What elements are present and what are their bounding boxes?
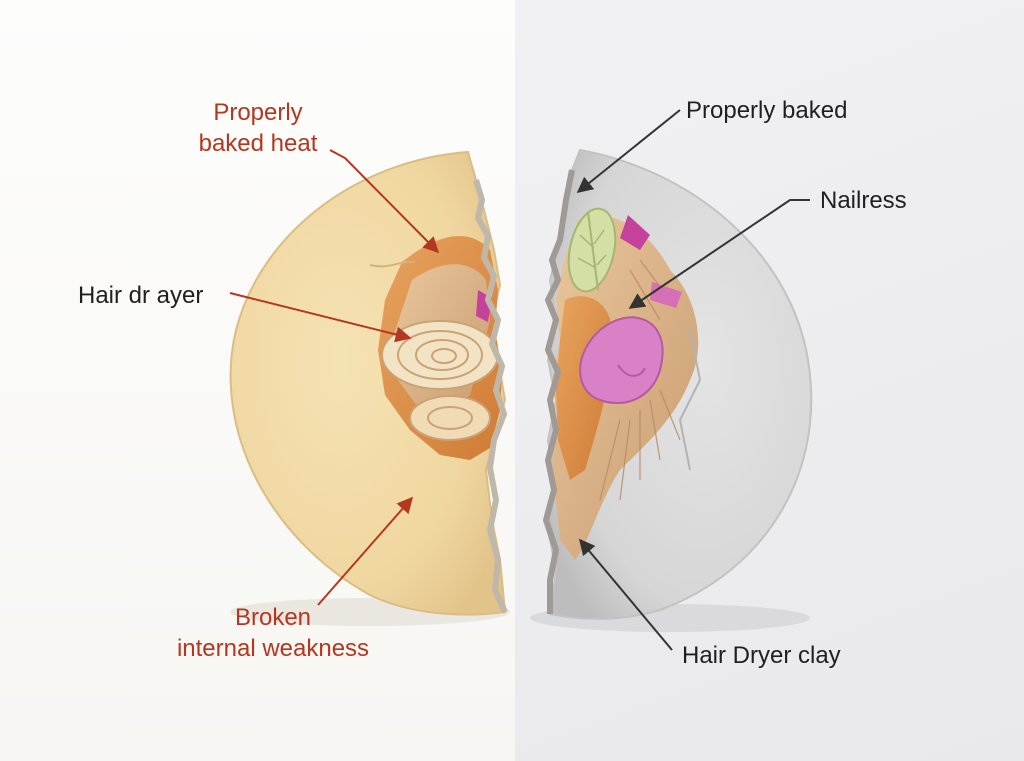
label-properly-baked-right: Properly baked — [686, 97, 848, 124]
label-hair-dryer-left: Hair dr ayer — [78, 282, 204, 309]
pink-inclusion — [579, 215, 682, 405]
label-properly-baked-heat-line2: baked heat — [198, 130, 318, 157]
label-broken-internal-weakness: Broken internal weakness — [158, 602, 388, 664]
label-broken-line1: Broken — [234, 604, 312, 631]
annotation-arrows — [229, 109, 810, 651]
label-hair-dryer-clay: Hair Dryer clay — [682, 642, 841, 669]
label-properly-baked-heat-line1: Properly — [213, 99, 303, 126]
baked-clay-half — [229, 150, 508, 616]
unbaked-clay-half — [543, 148, 813, 620]
label-nailress: Nailress — [820, 187, 907, 214]
leaf-inclusion — [567, 207, 617, 293]
label-broken-line2: internal weakness — [176, 635, 370, 662]
label-properly-baked-heat: Properly baked heat — [168, 97, 348, 159]
